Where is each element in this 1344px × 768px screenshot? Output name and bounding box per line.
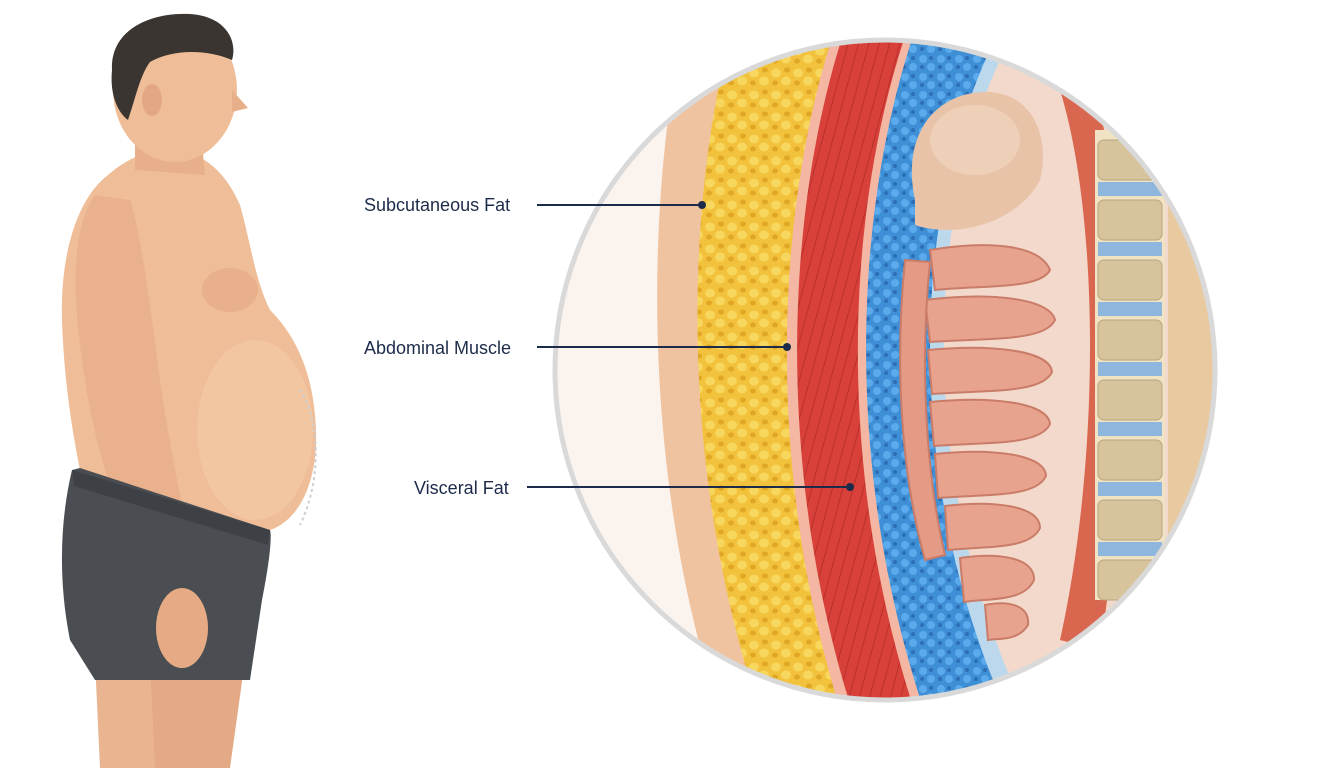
label-visceral-fat: Visceral Fat [414,478,509,498]
marker-dot-muscle [783,343,791,351]
hair-shape [111,13,234,121]
magnifier-circle-border [552,37,1218,703]
spine-shape [1095,130,1215,601]
label-abdominal-muscle: Abdominal Muscle [364,338,512,358]
cross-section [552,37,1218,703]
intestines-shape [923,244,1057,642]
human-figure [61,13,317,768]
marker-dot-subcutaneous [698,201,706,209]
label-subcutaneous-fat: Subcutaneous Fat [364,195,511,215]
leader-lines [527,204,848,488]
marker-dot-visceral [846,483,854,491]
